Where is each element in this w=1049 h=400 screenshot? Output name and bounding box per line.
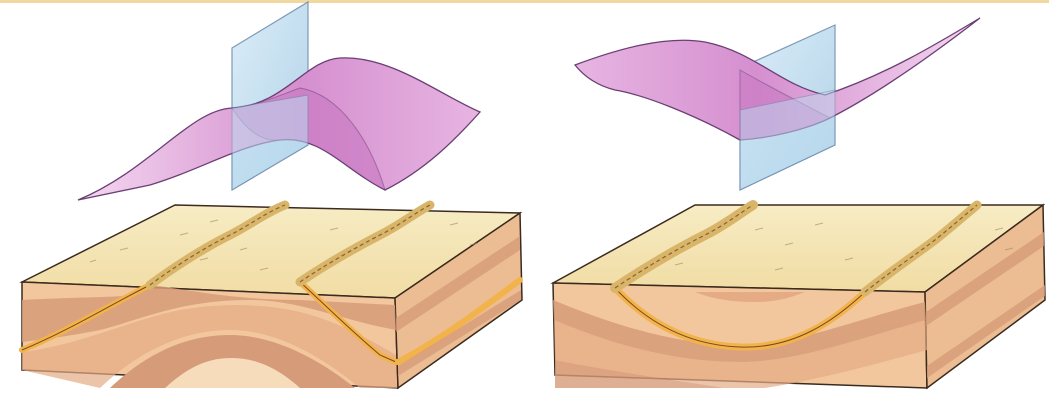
axial-plane-front — [232, 95, 308, 190]
anticline-panel — [0, 0, 525, 400]
syncline-illustration — [525, 0, 1049, 400]
anticline-illustration — [0, 0, 525, 400]
syncline-panel — [525, 0, 1049, 400]
